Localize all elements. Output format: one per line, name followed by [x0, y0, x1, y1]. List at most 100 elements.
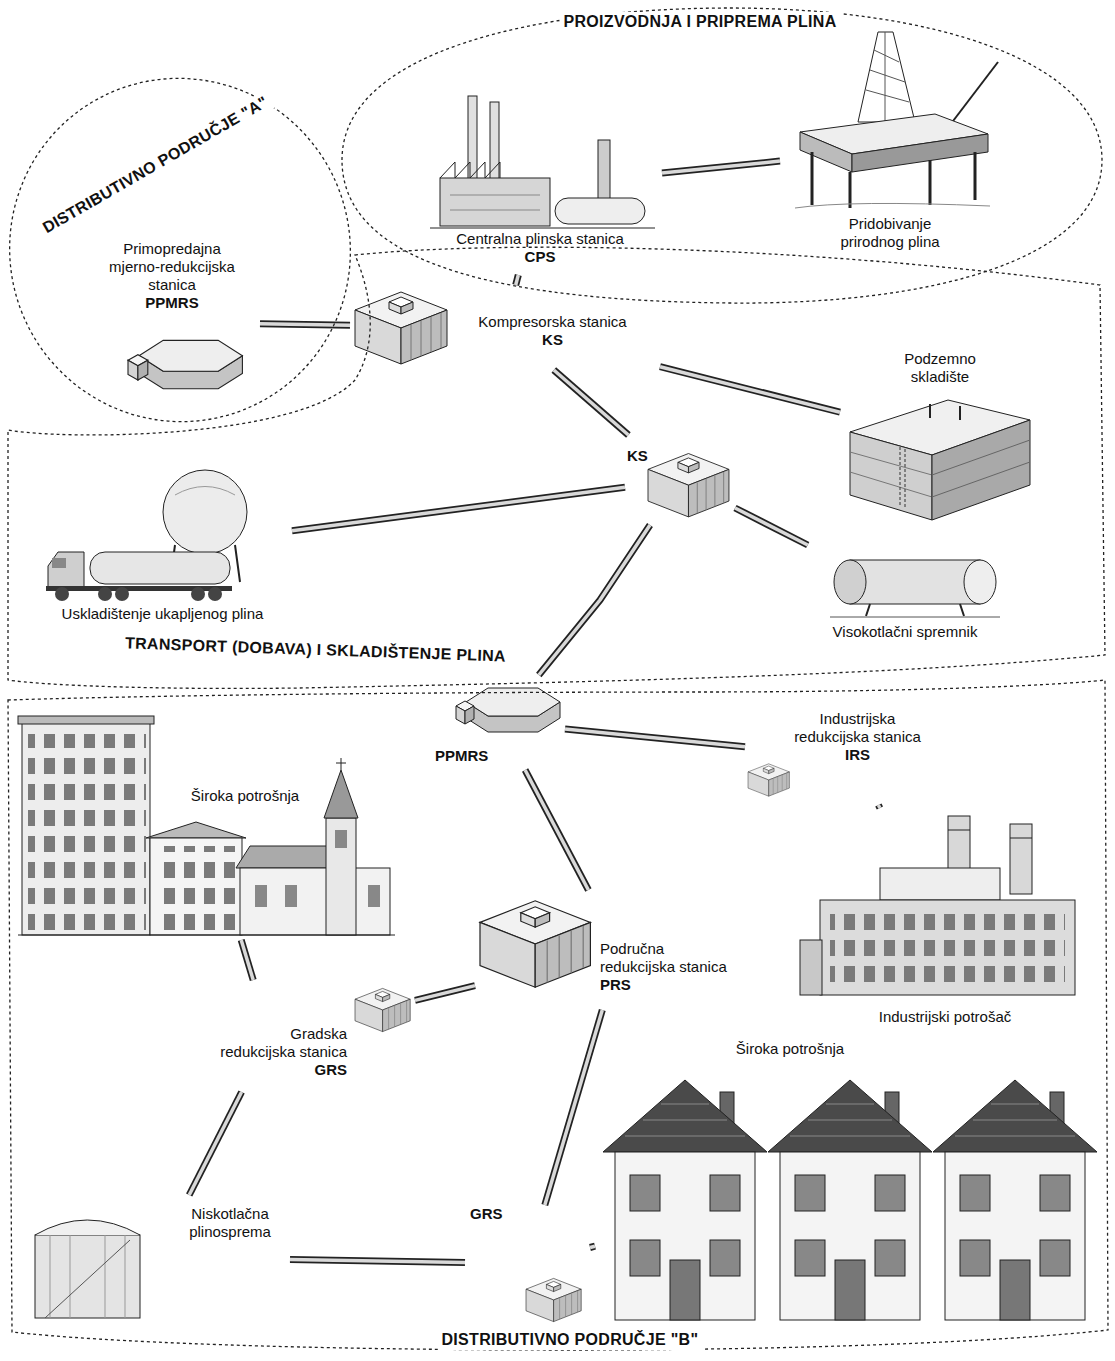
industrial-plant-icon [880, 868, 1000, 900]
underground-storage-icon [932, 420, 1030, 520]
pipeline-inner [660, 367, 840, 413]
underground-storage-icon [850, 432, 932, 520]
offshore-platform-icon [858, 32, 915, 122]
pipeline-outer [292, 487, 625, 531]
station-name: Široka potrošnja [695, 1040, 885, 1058]
industrial-plant-icon [800, 816, 1075, 995]
region-label: DISTRIBUTIVNO PODRUČJE "A" [39, 92, 271, 238]
gas-pipeline [260, 324, 350, 325]
underground-storage-icon [850, 452, 932, 497]
gas-pipeline [545, 1010, 603, 1205]
gas-plant-icon [555, 198, 645, 224]
station-node: GRS [465, 1205, 590, 1322]
pipeline-inner [565, 729, 745, 747]
gas-pipeline [415, 986, 475, 1001]
pipeline-inner [415, 986, 475, 1001]
underground-storage-icon [932, 440, 1030, 497]
station-node: Pridobivanje prirodnog plina [780, 30, 1002, 270]
lng-storage-icon [48, 552, 84, 590]
station-node: Niskotlačna plinosprema [25, 1195, 290, 1320]
compressor-station-icon [355, 292, 447, 364]
high-pressure-tank-icon [964, 560, 996, 604]
station-node: Uskladištenje ukapljenog plina [35, 465, 292, 630]
lng-storage-icon [46, 586, 232, 591]
label-block: KS [627, 447, 667, 465]
station-name: Uskladištenje ukapljenog plina [35, 605, 290, 623]
city-buildings-icon [22, 722, 150, 935]
pipeline-outer [260, 324, 350, 325]
lng-storage-icon [208, 587, 222, 601]
high-pressure-tank-icon [834, 560, 866, 604]
pipeline-inner [878, 805, 880, 808]
city-buildings-icon [368, 885, 380, 907]
gas-pipeline [735, 508, 808, 545]
label-block: Gradska redukcijska stanicaGRS [212, 1025, 347, 1079]
high-pressure-tank-icon [866, 604, 964, 616]
station-node: Visokotlačni spremnik [795, 545, 1017, 645]
station-code: KS [627, 447, 667, 465]
offshore-platform-icon [800, 132, 852, 172]
pipeline-inner [260, 324, 350, 325]
gas-pipeline [554, 370, 629, 435]
irs-icon [748, 764, 789, 796]
house-icon [768, 1080, 932, 1320]
high-pressure-tank-icon [830, 560, 1000, 617]
station-node: KS [625, 435, 735, 525]
region-outline [8, 680, 1108, 1350]
gas-holder-icon [35, 1235, 140, 1318]
region-outline [8, 247, 1105, 688]
station-code: PPMRS [102, 294, 242, 312]
gas-pipeline [590, 1246, 595, 1247]
region-outline [342, 8, 1102, 303]
region-outline [338, 4, 1106, 310]
compressor-station-icon [648, 454, 729, 517]
city-buildings-icon [240, 868, 390, 935]
label-block: Područna redukcijska stanicaPRS [600, 940, 735, 994]
lng-storage-icon [163, 470, 247, 554]
gas-pipeline [290, 1260, 465, 1263]
high-pressure-tank-icon [850, 560, 980, 604]
station-code: PPMRS [435, 747, 505, 765]
region-area: TRANSPORT (DOBAVA) I SKLADIŠTENJE PLINA K… [5, 235, 1107, 695]
region-label-patch: DISTRIBUTIVNO PODRUČJE "B" [438, 1330, 703, 1350]
pipeline-outer [878, 805, 880, 808]
station-name: Gradska redukcijska stanica [212, 1025, 347, 1061]
station-node: Primopredajna mjerno-redukcijska stanica… [85, 240, 260, 405]
station-name: Industrijski potrošač [845, 1008, 1045, 1026]
region-outline [0, 22, 407, 477]
station-node: Široka potrošnja [595, 1040, 1105, 1322]
lng-storage-icon [175, 487, 235, 496]
city-buildings-icon [28, 734, 146, 930]
pipeline-inner [554, 370, 629, 435]
grs-icon [526, 1278, 581, 1321]
station-node: PPMRS [435, 675, 565, 770]
pipeline-outer [415, 986, 475, 1001]
city-buildings-icon [156, 846, 236, 930]
gas-pipeline [516, 275, 519, 285]
station-node: Podzemno skladište [840, 350, 1040, 525]
pipeline-inner [590, 1246, 595, 1247]
industrial-plant-icon [800, 940, 822, 995]
pipeline-inner [545, 1010, 603, 1205]
offshore-platform-icon [795, 203, 990, 208]
station-code: GRS [470, 1205, 520, 1223]
label-block: Niskotlačna plinosprema [175, 1205, 285, 1241]
pipeline-inner [189, 1092, 241, 1195]
city-buildings-icon [146, 822, 246, 838]
region-label-patch: PROIZVODNJA I PRIPREMA PLINA [560, 12, 841, 32]
station-code: KS [450, 331, 655, 349]
gas-holder-icon [35, 1220, 140, 1318]
region-label: TRANSPORT (DOBAVA) I SKLADIŠTENJE PLINA [124, 633, 505, 666]
prs-icon [480, 901, 590, 987]
label-block: Industrijska redukcijska stanicaIRS [790, 710, 925, 764]
station-name: Područna redukcijska stanica [600, 940, 735, 976]
station-node: Područna redukcijska stanicaPRS [475, 890, 765, 1010]
offshore-platform-icon [795, 32, 998, 208]
city-buildings-icon [255, 885, 267, 907]
gas-plant-icon [430, 228, 655, 229]
gas-holder-icon [45, 1240, 130, 1318]
pipeline-outer [290, 1260, 465, 1263]
label-block: GRS [470, 1205, 520, 1223]
